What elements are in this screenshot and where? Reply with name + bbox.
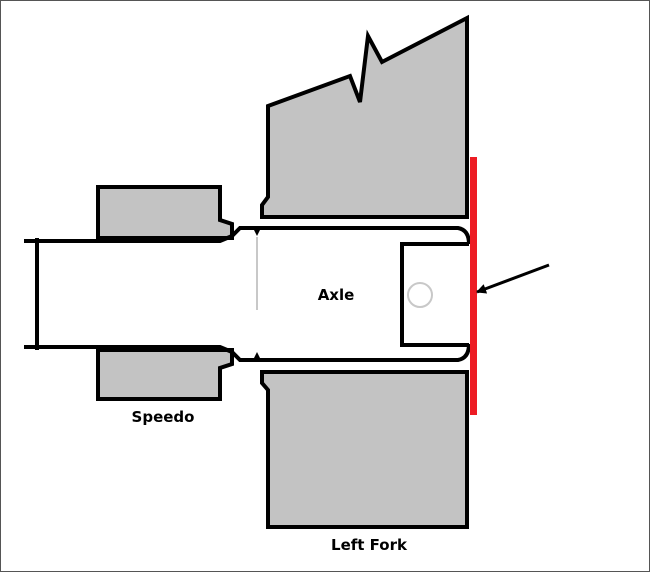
- left-fork-lower: [260, 370, 469, 529]
- shaft-notch-top: [253, 228, 261, 236]
- speedo-lower: [96, 348, 234, 401]
- highlight-bar: [470, 157, 477, 415]
- axle-hole: [407, 282, 433, 308]
- label-left-fork: Left Fork: [331, 536, 408, 554]
- speedo-upper: [96, 185, 234, 240]
- shaft-notch-bottom: [253, 352, 261, 360]
- left-fork-upper: [260, 14, 469, 219]
- label-axle: Axle: [318, 286, 355, 304]
- axle-outline: [24, 226, 471, 362]
- label-speedo: Speedo: [132, 408, 195, 426]
- axle-body: [30, 242, 462, 346]
- arrow-icon: [476, 263, 550, 294]
